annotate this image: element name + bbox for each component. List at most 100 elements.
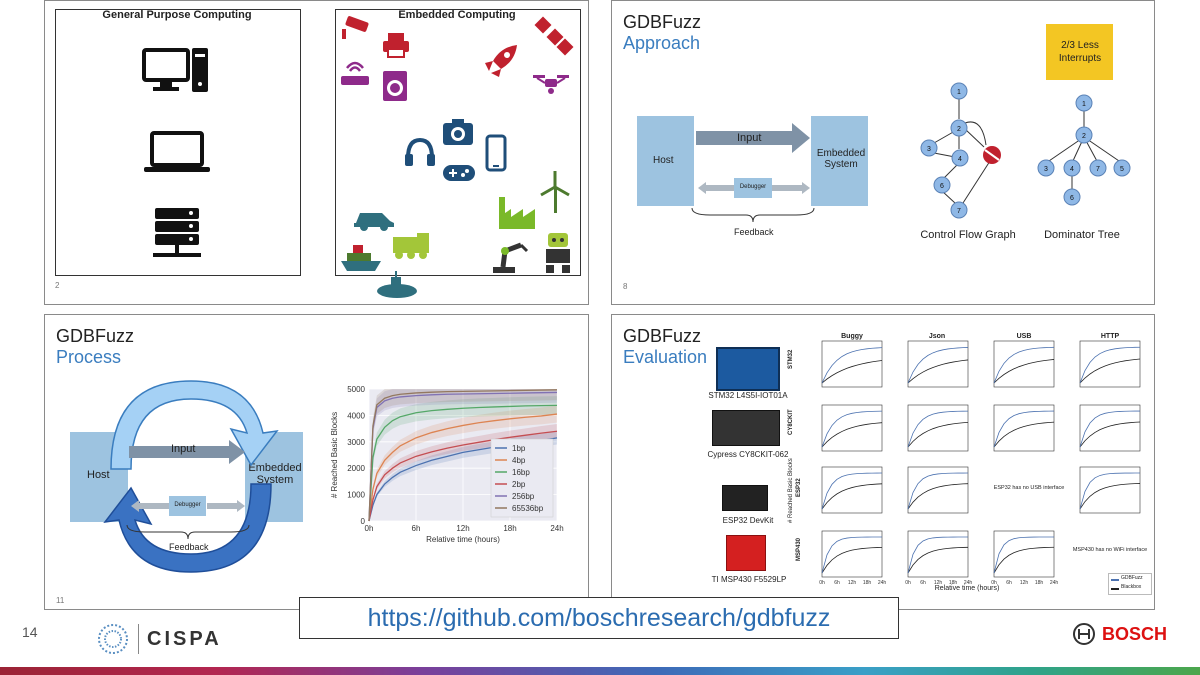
general-purpose-box <box>55 9 301 276</box>
eval-line-blackbox <box>1079 358 1141 384</box>
router-icon <box>341 61 369 85</box>
legend-swatch-gdbfuzz <box>1111 579 1119 581</box>
eval-line-gdbfuzz <box>821 347 883 384</box>
host-box <box>637 116 694 206</box>
eval-line-blackbox <box>821 360 883 384</box>
svg-text:7: 7 <box>957 208 961 215</box>
y-tick-label: 4000 <box>347 411 365 420</box>
eval-line-gdbfuzz <box>821 410 883 448</box>
eval-line-gdbfuzz <box>993 536 1055 574</box>
slide-thumbnail-process[interactable]: GDBFuzz Process Host Embedded System Inp… <box>44 314 589 610</box>
board-label: ESP32 DevKit <box>722 516 774 525</box>
eval-line-gdbfuzz <box>993 346 1055 384</box>
board-label: STM32 L4S5I-IOT01A <box>708 391 788 400</box>
board-image-esp32 <box>722 485 768 511</box>
eval-x-tick: 12h <box>934 580 943 586</box>
github-url-text[interactable]: https://github.com/boschresearch/gdbfuzz <box>367 603 831 632</box>
chart-legend <box>490 438 554 518</box>
eval-line-blackbox <box>993 421 1055 448</box>
eval-x-tick: 6h <box>920 580 926 586</box>
laptop-icon <box>144 131 210 172</box>
eval-line-blackbox <box>1079 421 1141 448</box>
eval-line-blackbox <box>907 359 969 384</box>
eval-x-tick: 0h <box>819 580 825 586</box>
y-tick-label: 0 <box>361 517 366 526</box>
slide-subtitle: Process <box>56 347 122 367</box>
legend-label: 2bp <box>512 480 526 489</box>
cispa-logo: CISPA <box>96 622 222 656</box>
svg-text:4: 4 <box>958 156 962 163</box>
feedback-label: Feedback <box>169 542 209 552</box>
cfg-label: Control Flow Graph <box>920 229 1016 241</box>
eval-subplot <box>907 466 969 514</box>
github-link[interactable]: https://github.com/boschresearch/gdbfuzz <box>299 597 899 639</box>
legend-label: 16bp <box>512 468 530 477</box>
svg-text:5: 5 <box>1120 166 1124 173</box>
series-band-65536bp <box>369 389 557 521</box>
y-axis-label: # Reached Basic Blocks <box>330 412 339 498</box>
legend-swatch-blackbox <box>1111 588 1119 590</box>
y-tick-label: 1000 <box>347 491 365 500</box>
legend-label: 4bp <box>512 456 526 465</box>
rocket-icon <box>485 45 517 77</box>
washing-machine-icon <box>383 71 407 101</box>
feedback-label: Feedback <box>734 227 774 237</box>
eval-x-tick: 6h <box>834 580 840 586</box>
slide-thumbnail-evaluation[interactable]: GDBFuzz Evaluation STM32 L4S5I-IOT01A Cy… <box>611 314 1155 610</box>
cycle-bottom-arrow <box>103 483 272 573</box>
eval-col-label: Json <box>928 333 946 340</box>
eval-row-label: STM32 <box>788 349 794 369</box>
embedded-title: Embedded Computing <box>398 9 516 21</box>
general-purpose-title: General Purpose Computing <box>102 9 252 21</box>
desktop-icon <box>142 48 208 92</box>
series-band-256bp <box>369 389 557 521</box>
slide-subtitle: Approach <box>623 33 701 53</box>
eval-x-axis-label: Relative time (hours) <box>934 585 1000 592</box>
less-interrupts-note <box>1046 24 1113 80</box>
legend-label-gdbfuzz: GDBFuzz <box>1121 575 1143 581</box>
note-msp430-wifi: MSP430 has no WiFi interface <box>1072 547 1148 553</box>
series-line-256bp <box>368 391 558 522</box>
eval-x-tick: 18h <box>863 580 872 586</box>
slide-thumbnail-embedded-computing[interactable]: General Purpose Computing Embedded Compu… <box>44 0 589 305</box>
eval-line-blackbox <box>907 421 969 448</box>
satellite-icon <box>534 16 574 56</box>
eval-subplot <box>821 530 883 578</box>
series-line-2bp <box>368 430 558 522</box>
eval-line-blackbox <box>821 483 883 510</box>
eval-line-gdbfuzz <box>821 536 883 574</box>
svg-text:7: 7 <box>1096 166 1100 173</box>
security-camera-icon <box>342 16 369 39</box>
slide-thumbnail-approach[interactable]: GDBFuzz Approach Host Embedded System In… <box>611 0 1155 305</box>
page-number: 14 <box>22 624 38 640</box>
series-line-16bp <box>368 404 558 522</box>
eval-subplot <box>1079 404 1141 452</box>
eval-subplot <box>821 466 883 514</box>
svg-text:4: 4 <box>1070 166 1074 173</box>
eval-row-label: CY8CKIT <box>788 409 794 435</box>
feedback-brace <box>126 524 250 540</box>
eval-x-tick: 24h <box>964 580 973 586</box>
slide-number: 2 <box>55 281 60 290</box>
eval-subplot <box>1079 466 1141 514</box>
eval-subplot <box>907 530 969 578</box>
eval-col-label: HTTP <box>1100 333 1120 340</box>
eval-line-gdbfuzz <box>907 536 969 574</box>
series-line-65536bp <box>368 389 558 522</box>
bosch-armature-icon <box>1073 623 1095 645</box>
eval-x-tick: 0h <box>991 580 997 586</box>
eval-x-tick: 18h <box>949 580 958 586</box>
footer-color-bar <box>0 667 1200 675</box>
eval-line-gdbfuzz <box>821 472 883 510</box>
eval-x-tick: 12h <box>1020 580 1029 586</box>
board-image-cypress <box>712 410 780 446</box>
debugger-label: Debugger <box>739 184 767 190</box>
eval-line-blackbox <box>993 546 1055 574</box>
svg-text:3: 3 <box>927 146 931 153</box>
eval-line-gdbfuzz <box>907 472 969 510</box>
eval-subplot <box>993 404 1055 452</box>
debugger-label: Debugger <box>174 502 201 508</box>
input-arrow <box>129 440 245 464</box>
